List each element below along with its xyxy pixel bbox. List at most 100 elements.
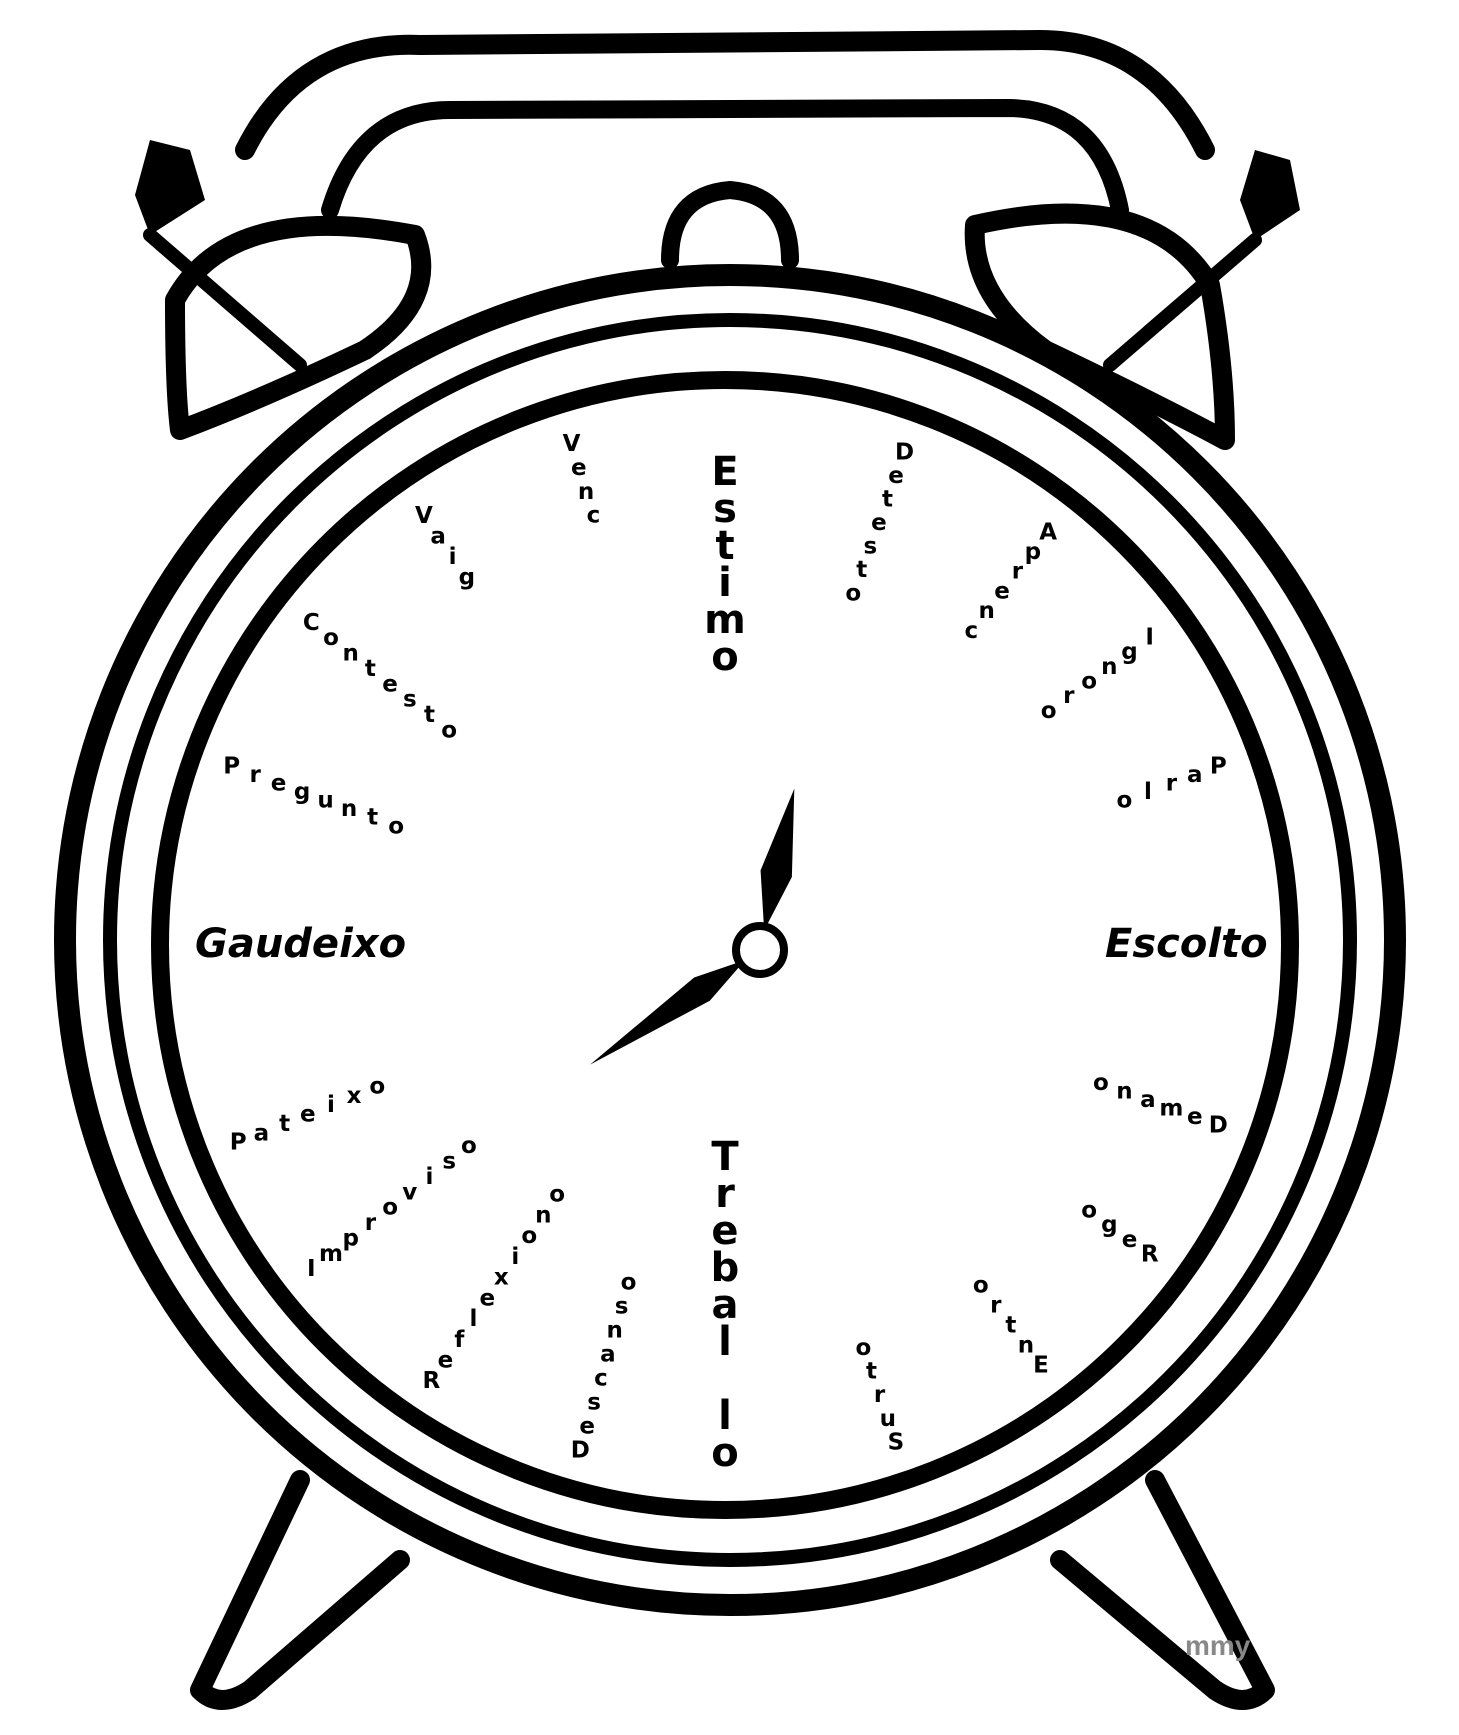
radial-letter: g — [1121, 639, 1137, 665]
radial-letter: e — [1122, 1227, 1138, 1253]
radial-letter: t — [1005, 1312, 1016, 1338]
radial-letter: c — [587, 503, 601, 529]
radial-letter: u — [317, 788, 333, 814]
radial-letter: o — [461, 1133, 477, 1159]
radial-letter: t — [365, 656, 376, 682]
radial-letter: s — [442, 1149, 456, 1175]
radial-letter: D — [1209, 1113, 1228, 1139]
radial-letter: o — [369, 1074, 385, 1100]
radial-letter: s — [403, 687, 417, 713]
radial-letter: e — [1187, 1104, 1203, 1130]
radial-letter: o — [845, 581, 861, 607]
radial-letter: n — [341, 796, 357, 822]
radial-letter: C — [303, 610, 320, 636]
radial-letter: o — [382, 1195, 398, 1221]
radial-letter: g — [459, 564, 475, 590]
radial-letter: n — [1101, 654, 1117, 680]
radial-letter: P — [230, 1130, 247, 1156]
radial-letter: P — [1210, 753, 1227, 779]
radial-letter: a — [254, 1120, 270, 1146]
radial-letter: n — [578, 479, 594, 505]
radial-letter: D — [571, 1438, 590, 1464]
radial-letter: o — [1093, 1070, 1109, 1096]
radial-letter: v — [402, 1179, 417, 1205]
radial-letter: n — [1018, 1332, 1034, 1358]
radial-letter: s — [864, 534, 878, 560]
radial-letter: g — [294, 779, 310, 805]
radial-letter: D — [895, 440, 914, 466]
radial-letter: t — [279, 1111, 290, 1137]
radial-letter: n — [979, 598, 995, 624]
radial-letter: o — [855, 1335, 871, 1361]
radial-letter: e — [271, 771, 287, 797]
radial-letter: i — [327, 1092, 335, 1118]
radial-letter: r — [1063, 683, 1075, 709]
radial-letter: u — [880, 1406, 896, 1432]
radial-letter: R — [1141, 1242, 1159, 1268]
radial-letter: e — [300, 1102, 316, 1128]
radial-letter: x — [347, 1083, 362, 1109]
radial-letter: i — [449, 544, 457, 570]
radial-letter: m — [319, 1241, 343, 1267]
radial-letter: o — [1081, 669, 1097, 695]
radial-letter: t — [856, 557, 867, 583]
radial-letter: i — [511, 1244, 519, 1270]
radial-letter: e — [382, 671, 398, 697]
radial-letter: E — [1033, 1352, 1049, 1378]
radial-letter: m — [1159, 1096, 1183, 1122]
radial-letter: e — [994, 578, 1010, 604]
radial-letter: r — [874, 1382, 886, 1408]
radial-letter: r — [1166, 771, 1178, 797]
radial-letter: a — [1187, 762, 1203, 788]
radial-letter: l — [469, 1306, 477, 1332]
top-knob — [670, 190, 790, 260]
radial-letter: t — [866, 1359, 877, 1385]
radial-letter: i — [426, 1164, 434, 1190]
radial-letter: t — [367, 805, 378, 831]
radial-letter: r — [365, 1210, 377, 1236]
radial-letter: e — [579, 1414, 595, 1440]
radial-letter: I — [307, 1256, 316, 1282]
left-word: Gaudeixo — [195, 921, 406, 967]
radial-letter: a — [430, 523, 446, 549]
radial-letter: t — [424, 702, 435, 728]
radial-letter: a — [1140, 1087, 1156, 1113]
radial-letter: A — [1039, 519, 1057, 545]
radial-letter: o — [973, 1272, 989, 1298]
radial-letter: o — [441, 718, 457, 744]
radial-letter: S — [888, 1429, 905, 1455]
right-word: Escolto — [1105, 921, 1268, 967]
radial-letter: s — [615, 1294, 629, 1320]
stacked-letter: l — [718, 1319, 732, 1365]
radial-letter: o — [323, 625, 339, 651]
stacked-letter: o — [711, 634, 738, 680]
radial-letter: n — [1116, 1078, 1132, 1104]
radial-letter: o — [388, 813, 404, 839]
radial-letter: x — [494, 1265, 509, 1291]
radial-letter: o — [549, 1182, 565, 1208]
radial-letter: P — [223, 753, 240, 779]
radial-letter: l — [1144, 779, 1152, 805]
radial-letter: r — [990, 1292, 1002, 1318]
radial-letter: V — [563, 431, 581, 457]
radial-letter: o — [1041, 698, 1057, 724]
radial-letter: c — [594, 1366, 608, 1392]
radial-letter: e — [438, 1348, 454, 1374]
radial-letter: n — [607, 1318, 623, 1344]
radial-letter: e — [479, 1285, 495, 1311]
radial-letter: g — [1101, 1212, 1117, 1238]
radial-letter: o — [1116, 788, 1132, 814]
watermark: mmy — [1185, 1630, 1251, 1661]
radial-letter: e — [888, 463, 904, 489]
radial-letter: c — [964, 618, 978, 644]
radial-letter: n — [343, 641, 359, 667]
radial-letter: r — [1012, 559, 1024, 585]
radial-letter: e — [871, 510, 887, 536]
radial-letter: a — [600, 1342, 616, 1368]
radial-letter: e — [571, 455, 587, 481]
radial-letter: o — [1081, 1198, 1097, 1224]
radial-letter: r — [250, 762, 262, 788]
radial-letter: s — [587, 1390, 601, 1416]
stacked-letter: o — [711, 1430, 738, 1476]
